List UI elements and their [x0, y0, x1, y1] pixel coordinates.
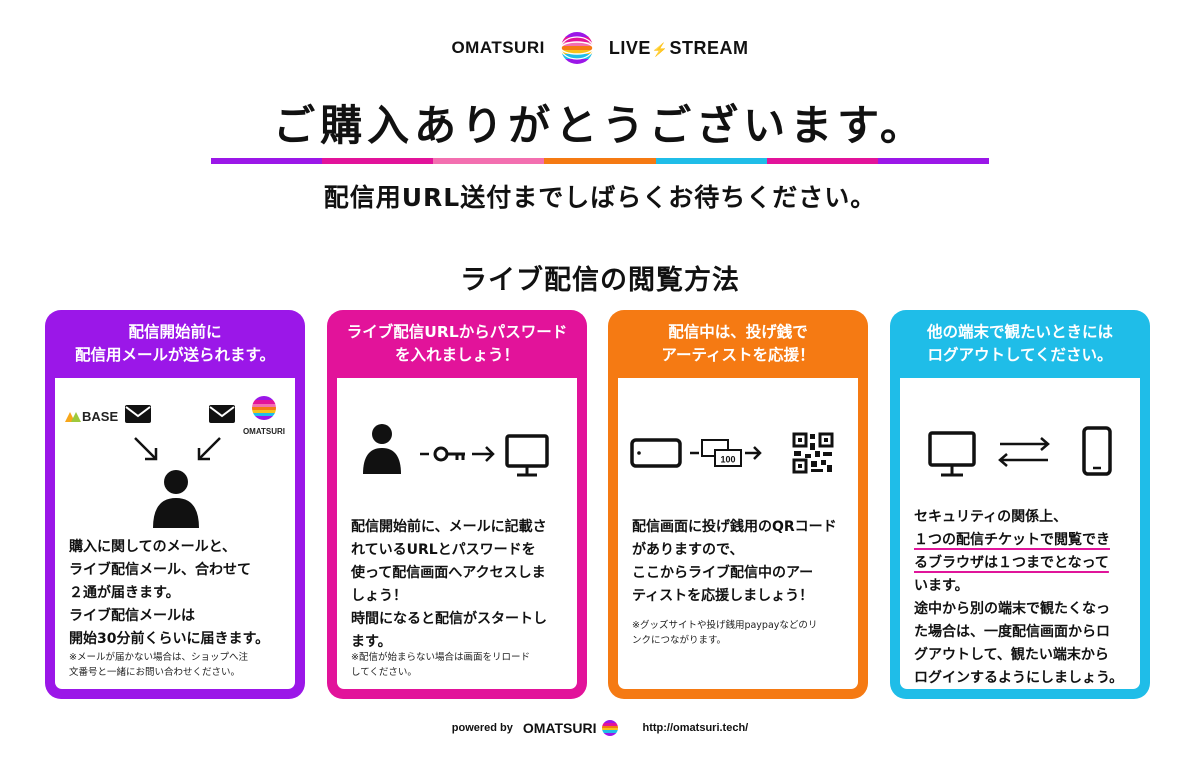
highlight-line-2: るブラウザは１つまでとなって [914, 555, 1109, 571]
card-logout: 他の端末で観たいときには ログアウトしてください。 セキュリティの関係上、 １つ… [890, 310, 1150, 699]
main-title: ご購入ありがとうございます。 [273, 101, 927, 150]
bolt-icon: ⚡ [651, 41, 669, 57]
card-email-heading: 配信開始前に 配信用メールが送られます。 [75, 323, 275, 364]
arrow-right-icon [472, 446, 495, 462]
card-tipping-heading: 配信中は、投げ銭で アーティストを応援！ [661, 323, 815, 364]
stripe-segment [544, 158, 656, 164]
card-password-note: ※配信が始まらない場合は画面をリロード してください。 [351, 652, 530, 678]
key-icon [433, 446, 465, 462]
card-logout-heading: 他の端末で観たいときには ログアウトしてください。 [926, 323, 1113, 364]
card-email-text: 購入に関してのメールと、 ライブ配信メール、合わせて ２通が届きます。 ライブ配… [69, 539, 270, 647]
base-logo: BASE [65, 409, 118, 424]
header-brand: OMATSURI [451, 38, 545, 57]
omatsuri-logo: OMATSURI [243, 396, 285, 436]
smartphone-icon [1082, 426, 1112, 476]
monitor-icon [928, 431, 976, 477]
card-tipping: 配信中は、投げ銭で アーティストを応援！ 100 [608, 310, 868, 699]
arrow-down-right-icon [134, 437, 158, 461]
omatsuri-logo-icon [601, 720, 618, 736]
omatsuri-label: OMATSURI [243, 427, 285, 436]
card-password-body: 配信開始前に、メールに記載さ れているURLとパスワードを 使って配信画面へアク… [337, 378, 577, 689]
base-label: BASE [82, 409, 118, 424]
stripe-segment [211, 158, 323, 164]
card-tipping-note: ※グッズサイトや投げ銭用paypayなどのリ ンクにつながります。 [632, 620, 818, 646]
section-title: ライブ配信の閲覧方法 [460, 265, 740, 296]
powered-by: powered by [451, 722, 513, 734]
card-password-heading: ライブ配信URLからパスワード を入れましょう！ [346, 323, 568, 364]
footer-brand: OMATSURI [522, 720, 597, 736]
swap-arrows-icon [998, 437, 1050, 467]
header: OMATSURI LIVE⚡STREAM [0, 30, 1200, 66]
card-password-text: 配信開始前に、メールに記載さ れているURLとパスワードを 使って配信画面へアク… [351, 519, 547, 650]
arrow-right-icon [745, 446, 762, 460]
card-logout-illustration [928, 426, 1112, 477]
card-email-body: BASE OMATS [55, 378, 295, 689]
card-email-note: ※メールが届かない場合は、ショップへ注 文番号と一緒にお問い合わせください。 [69, 652, 248, 678]
smartphone-landscape-icon [630, 438, 682, 468]
subtitle: 配信用URL送付までしばらくお待ちください。 [323, 183, 877, 212]
monitor-icon [505, 434, 549, 477]
stripe-segment [766, 158, 878, 164]
mail-icon [209, 405, 235, 423]
money-icon: 100 [701, 439, 742, 467]
highlight-line-1: １つの配信チケットで閲覧でき [914, 532, 1110, 548]
card-email: 配信開始前に 配信用メールが送られます。 BASE [45, 310, 305, 699]
card-tipping-illustration: 100 [630, 432, 834, 474]
card-email-illustration: BASE OMATS [65, 396, 285, 528]
qr-code-icon [792, 432, 834, 474]
card-logout-text: セキュリティの関係上、 １つの配信チケットで閲覧でき るブラウザは１つまでとなっ… [914, 509, 1124, 686]
color-stripe [211, 158, 989, 164]
omatsuri-logo-icon [560, 32, 594, 64]
stripe-segment [433, 158, 545, 164]
footer: powered by OMATSURI http://omatsuri.tech… [0, 716, 1200, 740]
card-logout-body: セキュリティの関係上、 １つの配信チケットで閲覧でき るブラウザは１つまでとなっ… [900, 378, 1140, 689]
stripe-segment [655, 158, 767, 164]
stripe-segment [877, 158, 989, 164]
card-tipping-body: 100 [618, 378, 858, 689]
header-live-stream: LIVE⚡STREAM [608, 37, 749, 58]
footer-url-link[interactable]: http://omatsuri.tech/ [642, 722, 749, 734]
card-password-illustration [363, 424, 549, 477]
stripe-segment [322, 158, 434, 164]
money-label: 100 [720, 455, 735, 465]
user-icon [363, 424, 401, 474]
mail-icon [125, 405, 151, 423]
card-tipping-text: 配信画面に投げ銭用のQRコード がありますので、 ここからライブ配信中のアー テ… [632, 519, 837, 604]
arrow-down-left-icon [197, 437, 221, 461]
user-icon [153, 470, 199, 528]
card-password: ライブ配信URLからパスワード を入れましょう！ [327, 310, 587, 699]
